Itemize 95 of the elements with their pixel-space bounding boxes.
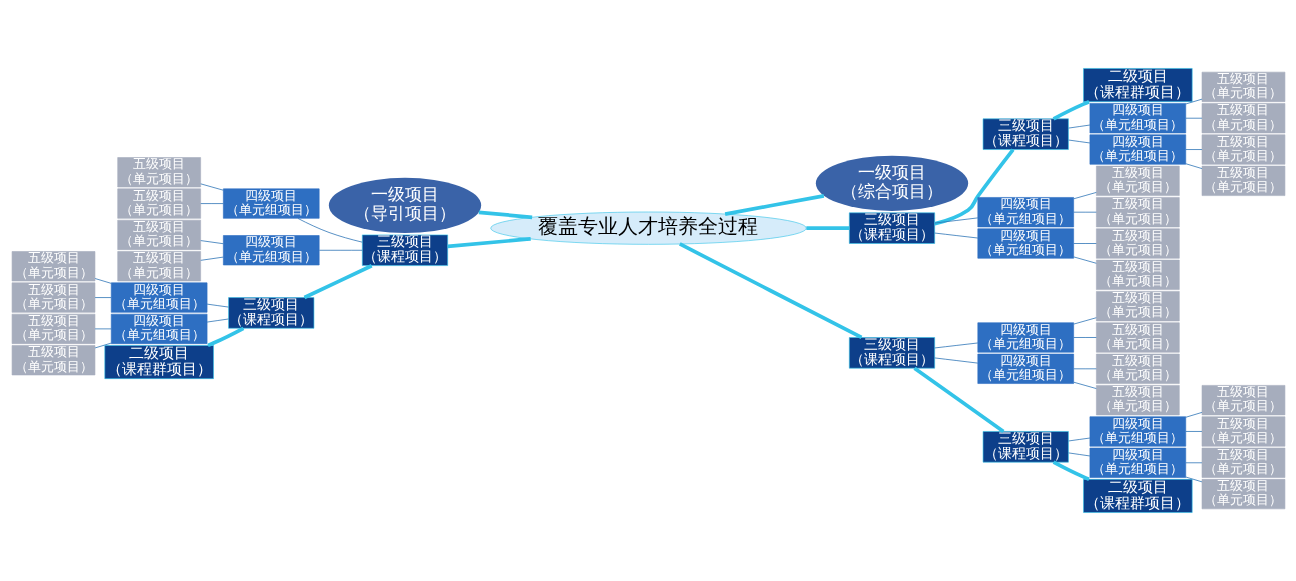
node-box: 五级项目 （单元项目） xyxy=(1095,259,1180,290)
node-box: 五级项目 （单元项目） xyxy=(1201,416,1285,447)
node-box: 三级项目 （课程项目） xyxy=(361,234,448,266)
node-box: 四级项目 （单元组项目） xyxy=(110,313,207,344)
node-ellipse: 覆盖专业人才培养全过程 xyxy=(489,211,807,245)
connector xyxy=(1184,431,1202,432)
connector xyxy=(94,278,112,284)
connector xyxy=(933,342,978,349)
connector xyxy=(1072,381,1097,389)
connector xyxy=(933,232,978,239)
node-box: 五级项目 （单元项目） xyxy=(1201,447,1285,478)
connector xyxy=(1072,211,1097,213)
node-box: 五级项目 （单元项目） xyxy=(1095,291,1180,322)
node-box: 五级项目 （单元项目） xyxy=(11,251,95,282)
connector xyxy=(303,264,372,300)
connector xyxy=(1072,317,1097,325)
node-box: 五级项目 （单元项目） xyxy=(1095,385,1180,416)
connector xyxy=(724,194,824,216)
connector xyxy=(206,318,229,323)
connector xyxy=(1067,124,1090,129)
connector xyxy=(199,203,224,204)
node-box: 四级项目 （单元组项目） xyxy=(977,322,1074,353)
connector xyxy=(933,148,1015,226)
node-box: 五级项目 （单元项目） xyxy=(1201,165,1285,196)
node-box: 五级项目 （单元项目） xyxy=(1201,134,1285,165)
connector xyxy=(94,342,112,349)
connector xyxy=(1184,476,1202,483)
node-box: 三级项目 （课程项目） xyxy=(227,297,314,329)
node-box: 四级项目 （单元组项目） xyxy=(977,228,1074,259)
node-box: 四级项目 （单元组项目） xyxy=(1089,447,1186,478)
node-box: 五级项目 （单元项目） xyxy=(1095,165,1180,196)
connector xyxy=(1067,452,1090,457)
node-box: 五级项目 （单元项目） xyxy=(116,188,201,219)
connector xyxy=(94,328,112,330)
node-box: 四级项目 （单元组项目） xyxy=(222,188,319,219)
connector xyxy=(1184,98,1202,105)
node-box: 五级项目 （单元项目） xyxy=(11,345,95,376)
connector xyxy=(199,183,224,191)
node-box: 五级项目 （单元项目） xyxy=(11,313,95,344)
node-box: 五级项目 （单元项目） xyxy=(1095,197,1180,228)
node-box: 五级项目 （单元项目） xyxy=(1201,479,1285,510)
node-box: 四级项目 （单元组项目） xyxy=(1089,134,1186,165)
connector xyxy=(678,242,862,340)
connector xyxy=(912,366,1004,433)
connector xyxy=(1052,460,1090,481)
connector xyxy=(318,249,363,251)
node-ellipse: 一级项目 （综合项目） xyxy=(815,155,968,211)
connector xyxy=(1184,163,1202,169)
node-box: 四级项目 （单元组项目） xyxy=(222,235,319,266)
connector xyxy=(206,303,229,308)
connector xyxy=(199,240,224,245)
node-box: 四级项目 （单元组项目） xyxy=(1089,416,1186,447)
node-box: 三级项目 （课程项目） xyxy=(848,337,935,369)
node-box: 五级项目 （单元项目） xyxy=(1201,385,1285,416)
node-box: 五级项目 （单元项目） xyxy=(1201,103,1285,134)
connector xyxy=(1072,368,1097,370)
node-box: 五级项目 （单元项目） xyxy=(116,251,201,282)
node-ellipse: 一级项目 （导引项目） xyxy=(328,177,481,234)
node-box: 三级项目 （课程项目） xyxy=(848,212,935,244)
connector xyxy=(206,326,244,348)
connector xyxy=(805,226,849,230)
node-box: 四级项目 （单元组项目） xyxy=(977,197,1074,228)
node-box: 五级项目 （单元项目） xyxy=(1201,71,1285,102)
node-box: 二级项目 （课程群项目） xyxy=(1082,479,1192,513)
connector xyxy=(1184,149,1202,150)
node-box: 五级项目 （单元项目） xyxy=(1095,353,1180,384)
node-box: 四级项目 （单元组项目） xyxy=(1089,103,1186,134)
connector xyxy=(1067,437,1090,442)
node-box: 五级项目 （单元项目） xyxy=(116,157,201,188)
node-box: 二级项目 （课程群项目） xyxy=(1082,68,1192,102)
node-box: 四级项目 （单元组项目） xyxy=(110,282,207,313)
connector xyxy=(1184,117,1202,119)
connector xyxy=(478,210,532,220)
connector xyxy=(1072,192,1097,200)
connector xyxy=(1184,462,1202,464)
connector xyxy=(1072,256,1097,264)
node-box: 二级项目 （课程群项目） xyxy=(104,345,214,379)
connector xyxy=(1067,139,1090,144)
connector xyxy=(1184,412,1202,418)
node-box: 五级项目 （单元项目） xyxy=(11,282,95,313)
node-box: 三级项目 （课程项目） xyxy=(982,118,1069,150)
connector xyxy=(1052,100,1090,121)
connector xyxy=(94,297,112,298)
connector xyxy=(447,237,531,249)
connector xyxy=(933,217,978,224)
connector xyxy=(1072,243,1097,244)
node-box: 三级项目 （课程项目） xyxy=(982,431,1069,463)
node-box: 五级项目 （单元项目） xyxy=(1095,322,1180,353)
connector xyxy=(199,256,224,261)
connector xyxy=(1072,337,1097,338)
node-box: 五级项目 （单元项目） xyxy=(116,219,201,250)
node-box: 四级项目 （单元组项目） xyxy=(977,353,1074,384)
connector xyxy=(933,357,978,364)
connector xyxy=(297,218,363,243)
node-box: 五级项目 （单元项目） xyxy=(1095,228,1180,259)
